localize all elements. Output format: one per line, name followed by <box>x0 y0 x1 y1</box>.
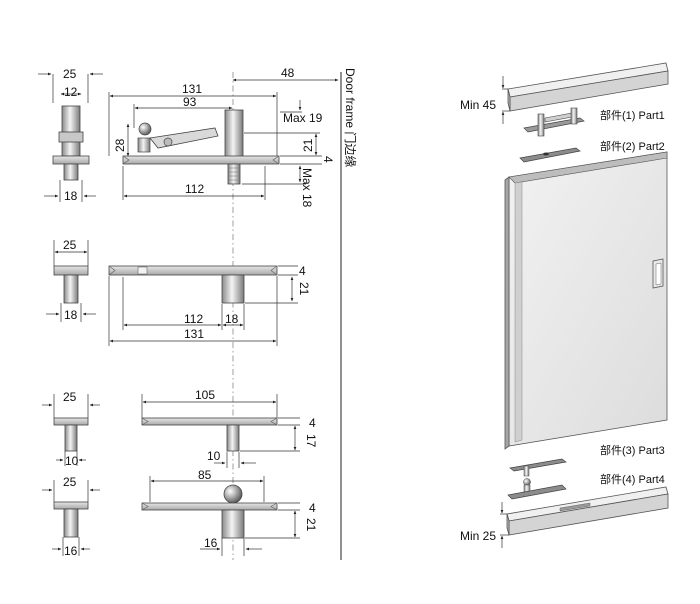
min-top-label: Min 45 <box>460 98 496 112</box>
dim-top-width-25: 25 <box>63 67 77 81</box>
part1-label: 部件(1) Part1 <box>600 108 665 122</box>
dim-len-93: 93 <box>183 95 197 109</box>
dim-top-width-18: 18 <box>64 189 78 203</box>
dim-part3-4: 4 <box>309 416 316 430</box>
dim-len-131: 131 <box>182 82 202 96</box>
dim-height-28: 28 <box>113 138 127 152</box>
dim-part4-4: 4 <box>309 501 316 515</box>
door-assembly-isometric: Min 45 部件(1) Part1 部件(2) Part2 部件(3) Par… <box>460 62 669 548</box>
part3-label: 部件(3) Part3 <box>600 443 665 457</box>
dim-4: 4 <box>321 156 335 163</box>
dim-part4-len-85: 85 <box>198 468 212 482</box>
dim-part2-21: 21 <box>297 282 311 296</box>
dim-part3-17: 17 <box>304 434 318 448</box>
dim-part3-width-10: 10 <box>65 454 79 468</box>
dim-part4-21: 21 <box>304 518 318 532</box>
dim-21: 21 <box>301 138 315 152</box>
part1-front-view: 131 48 93 28 Max 19 21 4 Max 18 1 <box>108 66 339 208</box>
part3-side-view: 25 10 <box>42 390 100 468</box>
dim-part4-dia-16: 16 <box>204 536 218 550</box>
part4-label: 部件(4) Part4 <box>600 472 665 486</box>
min-bottom-label: Min 25 <box>460 529 496 543</box>
dim-part2-dia-18: 18 <box>225 312 239 326</box>
part2-front-view: 4 21 112 18 131 <box>108 264 311 346</box>
part4-side-view: 25 16 <box>42 475 100 558</box>
dim-part4-width-16: 16 <box>64 544 78 558</box>
dim-part3-len-105: 105 <box>195 388 215 402</box>
dim-part3-width-25: 25 <box>63 390 77 404</box>
dim-max-19: Max 19 <box>283 111 323 125</box>
ball-bearing-icon <box>223 484 243 504</box>
part1-side-view: 25 12 18 <box>38 67 103 203</box>
door-frame-label: Door frame 门边缘 <box>343 68 358 167</box>
dim-part2-4: 4 <box>299 264 306 278</box>
dim-max-18: Max 18 <box>300 168 314 208</box>
dim-part2-width-18: 18 <box>64 308 78 322</box>
dim-part2-len-131: 131 <box>184 327 204 341</box>
dim-part2-width-25: 25 <box>63 238 77 252</box>
dim-part2-len-112: 112 <box>184 312 203 326</box>
part2-label: 部件(2) Part2 <box>600 139 665 153</box>
dim-top-width-12: 12 <box>64 85 78 99</box>
part4-front-view: 85 4 21 16 <box>141 468 318 556</box>
dim-len-112: 112 <box>185 182 204 196</box>
dim-offset-48: 48 <box>281 66 295 80</box>
part2-side-view: 25 18 <box>46 238 96 322</box>
dim-part3-dia-10: 10 <box>207 449 221 463</box>
part3-front-view: 105 4 17 10 <box>141 388 318 468</box>
dim-part4-width-25: 25 <box>63 475 77 489</box>
